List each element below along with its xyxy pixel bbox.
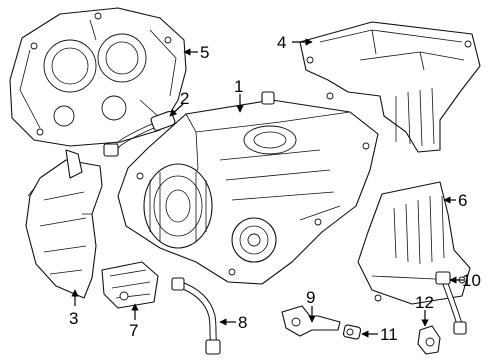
elbow-fitting-part-12[interactable]	[417, 325, 441, 355]
callout-6: 6	[458, 191, 467, 210]
leader-2	[169, 103, 184, 117]
callout-5: 5	[200, 43, 209, 62]
hose-fitting-part-10[interactable]	[435, 271, 467, 335]
fitting-part-11[interactable]	[342, 324, 362, 340]
callout-7: 7	[129, 321, 138, 340]
callout-4: 4	[277, 33, 286, 52]
callout-3: 3	[69, 309, 78, 328]
callout-10: 10	[462, 271, 481, 290]
upper-shield-part-4[interactable]	[299, 21, 481, 153]
connector-part-9[interactable]	[281, 305, 341, 337]
sensor-module-part-7[interactable]	[101, 261, 159, 309]
callout-2: 2	[180, 89, 189, 108]
callout-11: 11	[380, 325, 398, 344]
drive-motor-part-1[interactable]	[117, 91, 379, 285]
sensor-harness-part-2[interactable]	[103, 110, 176, 157]
callout-8: 8	[238, 313, 247, 332]
hose-part-8[interactable]	[171, 277, 221, 355]
callout-12: 12	[415, 293, 434, 312]
callout-9: 9	[306, 288, 315, 307]
housing-cover-part-5[interactable]	[9, 7, 187, 147]
callout-1: 1	[234, 77, 243, 96]
heat-shield-part-3[interactable]	[25, 149, 103, 299]
